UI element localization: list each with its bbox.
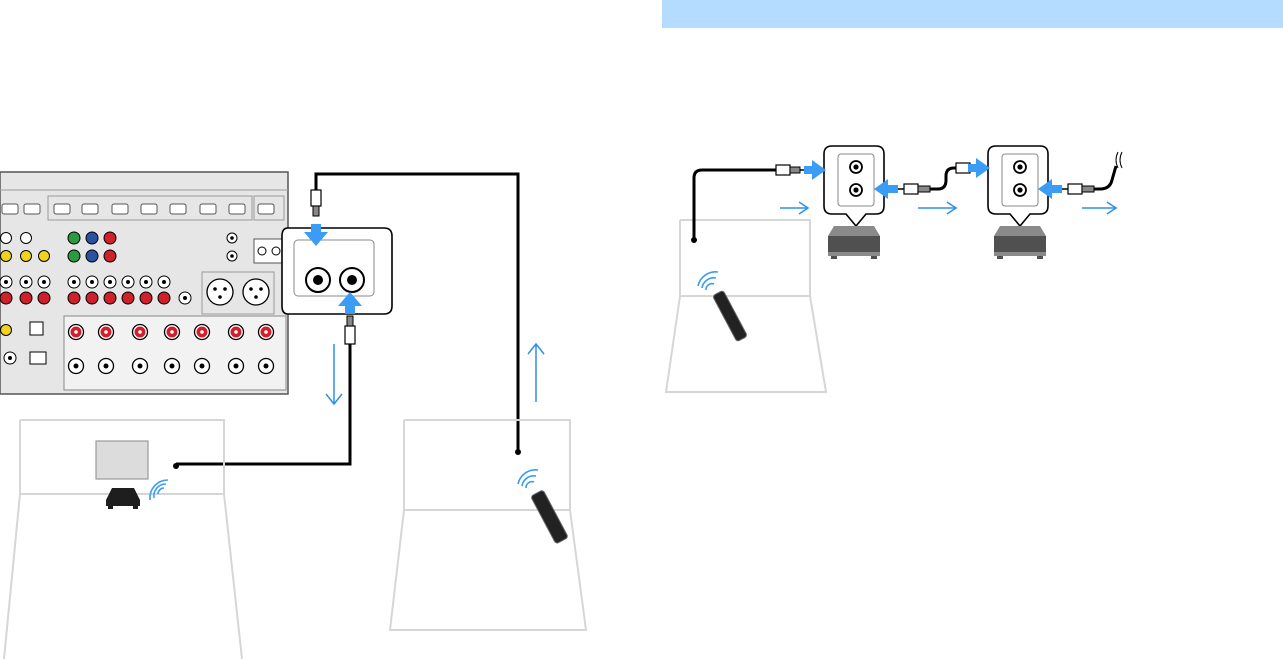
av-receiver-rear-panel-icon <box>0 172 288 394</box>
external-device-icon <box>988 146 1048 259</box>
ir-transmitter-plug-icon <box>1062 152 1122 194</box>
ir-signal-icon <box>518 470 538 488</box>
remote-room <box>666 220 826 392</box>
remote-control-icon <box>712 290 747 342</box>
av-receiver-icon <box>106 488 140 509</box>
tv-icon <box>96 441 148 479</box>
ir-signal-icon <box>698 272 718 290</box>
remote-control-icon <box>531 490 569 544</box>
signal-direction-arrows <box>326 344 544 404</box>
room-with-remote <box>390 420 586 630</box>
ir-cable-right <box>691 165 806 243</box>
remote-in-out-jacks-icon <box>282 228 392 314</box>
room-with-receiver <box>4 420 242 659</box>
ir-signal-icon <box>150 480 168 500</box>
external-device-icon <box>824 146 884 259</box>
